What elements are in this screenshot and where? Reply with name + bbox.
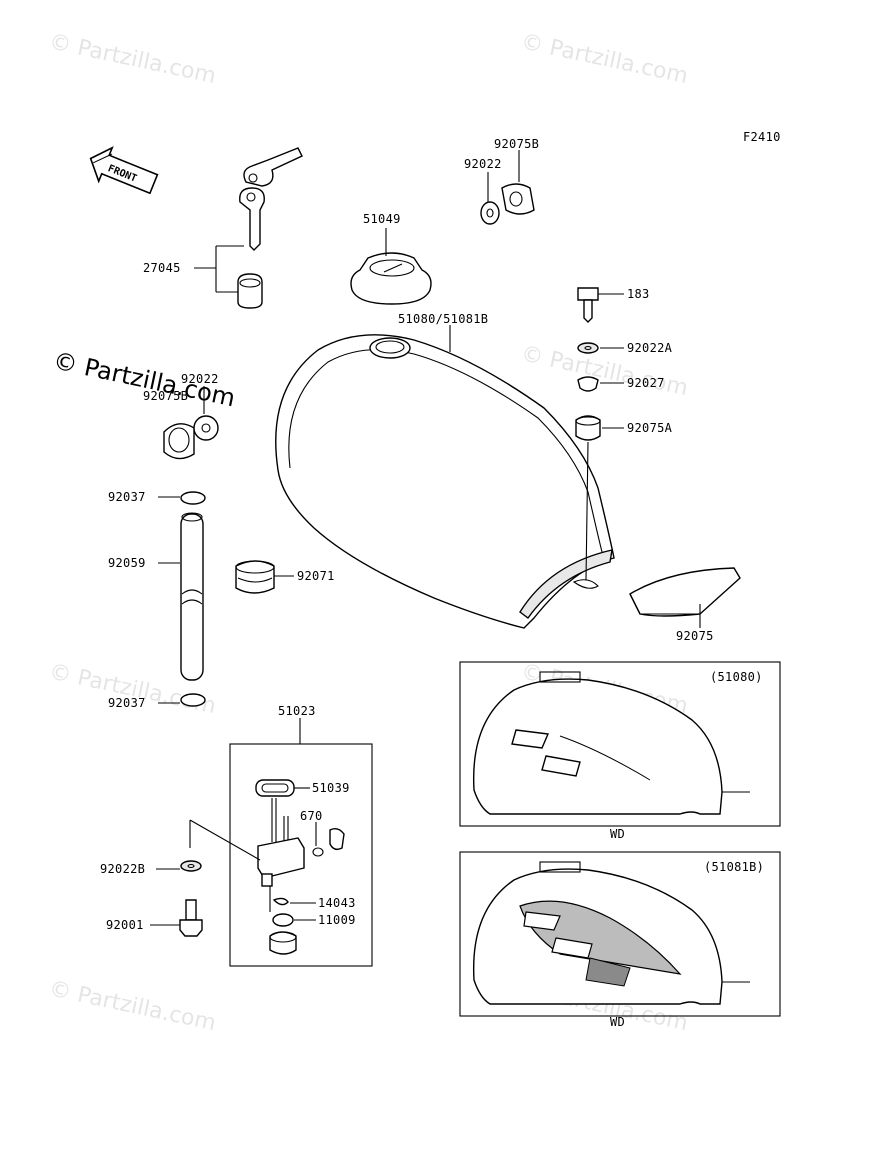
label-92022B: 92022B: [100, 862, 145, 876]
label-51039: 51039: [312, 781, 350, 795]
label-27045: 27045: [143, 261, 181, 275]
label-92022-top: 92022: [464, 157, 502, 171]
label-92027: 92027: [627, 376, 665, 390]
fuel-cock-mounting: [150, 819, 261, 937]
watermark: © Partzilla.com: [47, 29, 218, 89]
right-hardware-stack: [575, 287, 624, 581]
inset-51081B-caption: WD: [610, 1015, 625, 1029]
pad-part: [629, 567, 741, 628]
label-92037-bottom: 92037: [108, 696, 146, 710]
inset-51081B-tag: (51081B): [704, 860, 764, 874]
label-92075B-top: 92075B: [494, 137, 539, 151]
left-washer-and-damper: [163, 386, 219, 460]
label-92071: 92071: [297, 569, 335, 583]
label-14043: 14043: [318, 896, 356, 910]
label-11009: 11009: [318, 913, 356, 927]
label-183: 183: [627, 287, 650, 301]
label-92001: 92001: [106, 918, 144, 932]
label-51080-51081B: 51080/51081B: [398, 312, 488, 326]
fuel-cap-part: [350, 228, 432, 305]
inset-51080-caption: WD: [610, 827, 625, 841]
top-washer-and-damper: [480, 150, 535, 225]
ignition-keys-part: [194, 147, 303, 309]
figure-code: F2410: [743, 130, 781, 144]
watermark: © Partzilla.com: [519, 29, 690, 89]
fuel-cock-assembly: [229, 718, 373, 967]
inset-51081B: (51081B): [459, 851, 781, 1017]
label-92075B-left: 92075B: [143, 389, 188, 403]
front-arrow: FRONT: [89, 146, 159, 195]
inset-51080: (51080): [459, 661, 781, 827]
fuel-tank-part: [275, 325, 615, 629]
label-51049: 51049: [363, 212, 401, 226]
label-92037-top: 92037: [108, 490, 146, 504]
label-92059: 92059: [108, 556, 146, 570]
label-670: 670: [300, 809, 323, 823]
label-92022A: 92022A: [627, 341, 673, 355]
fuel-hose-assembly: [158, 491, 206, 707]
label-92075: 92075: [676, 629, 714, 643]
inset-51080-tag: (51080): [710, 670, 763, 684]
grommet-part: [235, 560, 294, 594]
label-51023: 51023: [278, 704, 316, 718]
watermark: © Partzilla.com: [47, 976, 218, 1036]
label-92075A: 92075A: [627, 421, 673, 435]
label-92022-left: 92022: [181, 372, 219, 386]
